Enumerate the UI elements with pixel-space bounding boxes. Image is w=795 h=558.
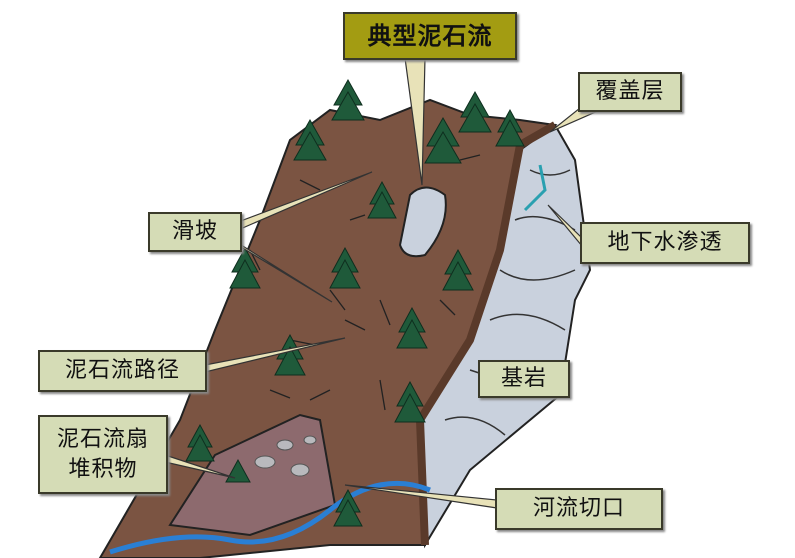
label-river-incision: 河流切口 — [495, 488, 663, 530]
label-bedrock: 基岩 — [478, 360, 570, 398]
overburden-layer — [415, 121, 557, 546]
label-debris-fan-deposit: 泥石流扇 堆积物 — [38, 415, 168, 494]
label-typical-debris-flow: 典型泥石流 — [343, 12, 517, 60]
label-landslide: 滑坡 — [148, 212, 242, 252]
fan-label-line2: 堆积物 — [68, 456, 138, 482]
fan-label-line1: 泥石流扇 — [56, 426, 149, 452]
debris-flow-scar — [398, 186, 447, 258]
debris-fan — [168, 413, 337, 537]
fan-boulders — [254, 435, 317, 477]
groundwater-line — [523, 164, 547, 212]
label-overburden: 覆盖层 — [578, 72, 682, 112]
slope-hatching — [249, 154, 481, 411]
label-debris-flow-path: 泥石流路径 — [38, 350, 207, 392]
label-groundwater-seepage: 地下水渗透 — [580, 222, 750, 264]
river — [109, 480, 431, 555]
trees — [185, 78, 525, 527]
